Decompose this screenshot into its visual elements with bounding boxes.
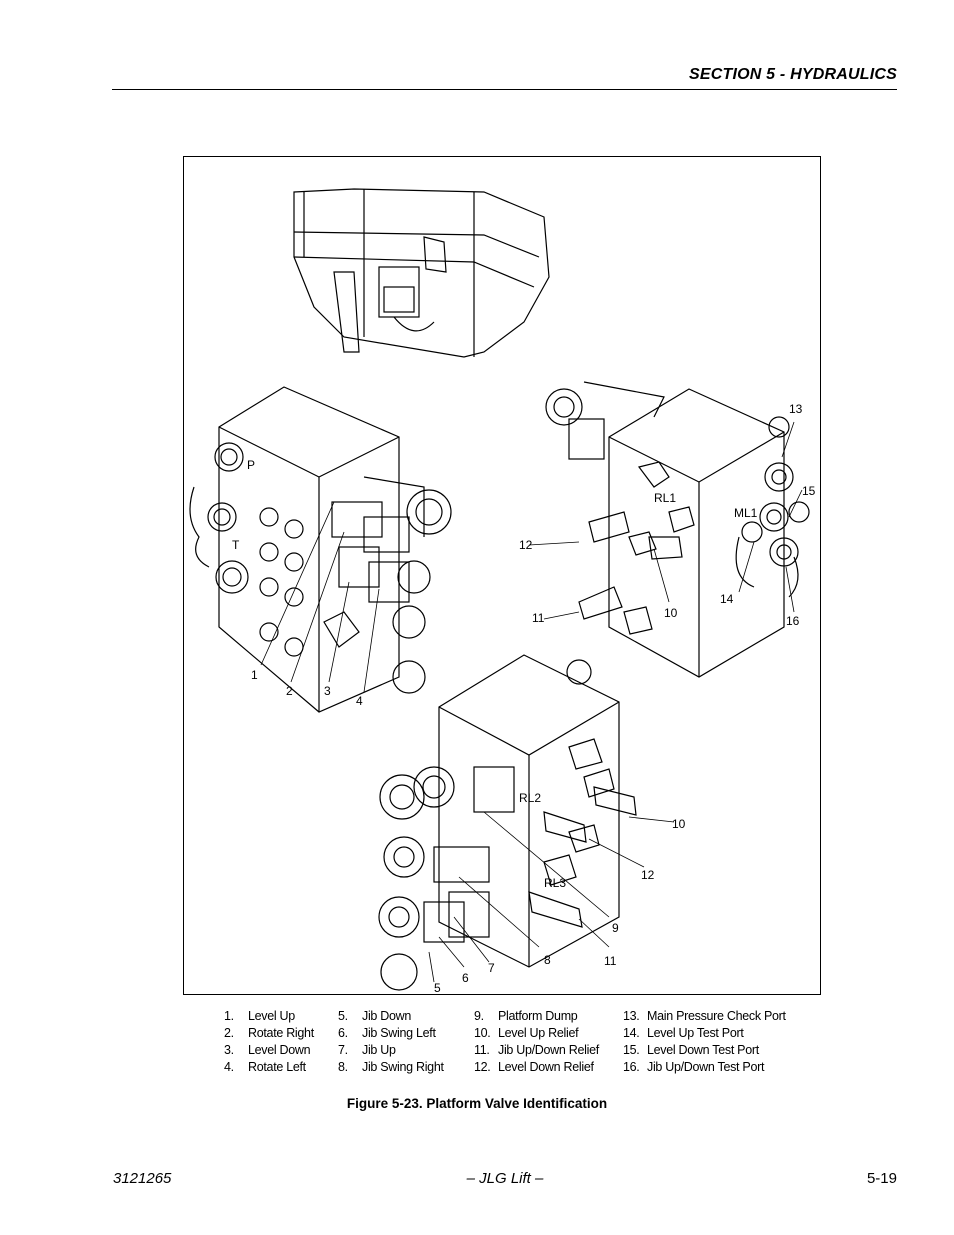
- port-label-rl3: RL3: [544, 876, 566, 890]
- port-labels: P T RL1 ML1 RL2 RL3: [232, 458, 758, 890]
- callout-16: 16: [786, 614, 800, 628]
- legend-item: 12.Level Down Relief: [474, 1060, 594, 1074]
- callout-8: 8: [544, 953, 551, 967]
- legend-column-2: 5.Jib Down 6.Jib Swing Left 7.Jib Up 8.J…: [338, 1008, 444, 1076]
- legend-item: 7.Jib Up: [338, 1043, 396, 1057]
- callout-12b: 12: [641, 868, 655, 882]
- callout-7: 7: [488, 961, 495, 975]
- figure-caption: Figure 5-23. Platform Valve Identificati…: [346, 1096, 608, 1111]
- legend-column-3: 9.Platform Dump 10.Level Up Relief 11.Ji…: [474, 1008, 599, 1076]
- header-rule: [112, 89, 897, 90]
- callout-15: 15: [802, 484, 816, 498]
- port-label-rl1: RL1: [654, 491, 676, 505]
- legend-item: 9.Platform Dump: [474, 1009, 578, 1023]
- figure-frame: P T RL1 ML1 RL2 RL3 1 2 3 4 5 6 7 8 9 10…: [183, 156, 821, 995]
- callout-6: 6: [462, 971, 469, 985]
- callout-12a: 12: [519, 538, 533, 552]
- callout-13: 13: [789, 402, 803, 416]
- callout-1: 1: [251, 668, 258, 682]
- callout-3: 3: [324, 684, 331, 698]
- port-label-rl2: RL2: [519, 791, 541, 805]
- page-number: 5-19: [866, 1170, 897, 1187]
- callout-11a: 11: [532, 611, 545, 625]
- port-label-p: P: [247, 458, 255, 472]
- callout-numbers: 1 2 3 4 5 6 7 8 9 10 10 11 11 12 12 13 1…: [251, 402, 816, 995]
- legend-item: 16.Jib Up/Down Test Port: [623, 1060, 765, 1074]
- legend-item: 6.Jib Swing Left: [338, 1026, 436, 1040]
- platform-sketch: [293, 188, 550, 358]
- callout-14: 14: [720, 592, 734, 606]
- legend-item: 1.Level Up: [224, 1009, 295, 1023]
- legend-item: 10.Level Up Relief: [474, 1026, 579, 1040]
- callout-5: 5: [434, 981, 441, 995]
- legend-item: 2.Rotate Right: [224, 1026, 314, 1040]
- legend-item: 15.Level Down Test Port: [623, 1043, 759, 1057]
- port-label-ml1: ML1: [734, 506, 758, 520]
- legend-item: 3.Level Down: [224, 1043, 311, 1057]
- port-label-t: T: [232, 538, 240, 552]
- legend-item: 5.Jib Down: [338, 1009, 412, 1023]
- callout-10b: 10: [672, 817, 686, 831]
- leader-lines: [260, 421, 803, 983]
- figure-legend: 1.Level Up 2.Rotate Right 3.Level Down 4…: [224, 1008, 804, 1078]
- callout-2: 2: [286, 684, 293, 698]
- legend-item: 8.Jib Swing Right: [338, 1060, 444, 1074]
- left-valve-block: [189, 386, 452, 713]
- callout-9: 9: [612, 921, 619, 935]
- legend-column-1: 1.Level Up 2.Rotate Right 3.Level Down 4…: [224, 1008, 314, 1076]
- callout-10a: 10: [664, 606, 678, 620]
- bottom-valve-block: [378, 654, 637, 991]
- section-title: SECTION 5 - HYDRAULICS: [689, 66, 897, 83]
- valve-illustration: P T RL1 ML1 RL2 RL3 1 2 3 4 5 6 7 8 9 10…: [189, 188, 816, 995]
- callout-11b: 11: [604, 954, 617, 968]
- legend-item: 13.Main Pressure Check Port: [623, 1009, 786, 1023]
- legend-item: 14.Level Up Test Port: [623, 1026, 744, 1040]
- legend-item: 11.Jib Up/Down Relief: [474, 1043, 599, 1057]
- right-valve-block: [545, 381, 810, 678]
- doc-number: 3121265: [113, 1170, 172, 1187]
- footer-brand: – JLG Lift –: [466, 1170, 544, 1187]
- legend-item: 4.Rotate Left: [224, 1060, 306, 1074]
- callout-4: 4: [356, 694, 363, 708]
- legend-column-4: 13.Main Pressure Check Port 14.Level Up …: [623, 1008, 786, 1076]
